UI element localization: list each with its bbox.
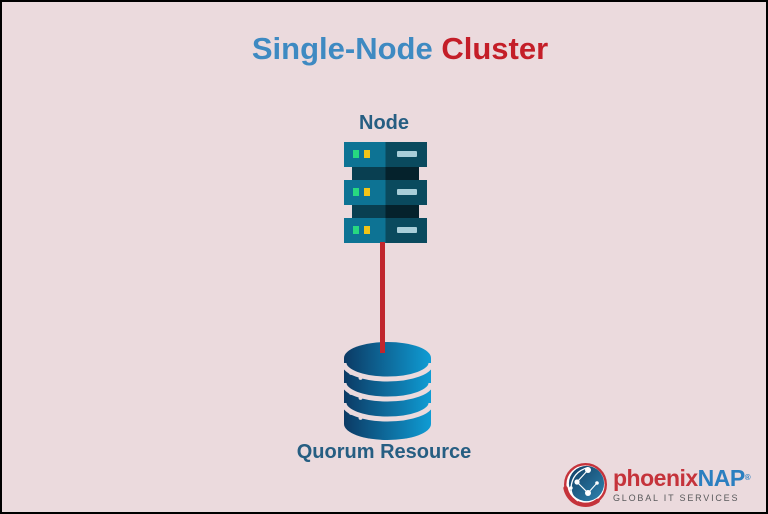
registered-mark: ®: [744, 472, 751, 482]
node-label: Node: [359, 112, 409, 134]
led-green-icon: [353, 150, 359, 158]
title-part-blue: Single-Node: [251, 31, 433, 66]
led-yellow-icon: [364, 188, 370, 196]
node-server-icon: [344, 142, 427, 243]
server-drive-bar: [397, 227, 417, 233]
led-yellow-icon: [364, 150, 370, 158]
logo-tagline: GLOBAL IT SERVICES: [613, 492, 740, 503]
led-green-icon: [353, 188, 359, 196]
phoenixnap-globe-icon: [563, 462, 608, 507]
phoenixnap-logo: phoenixNAP® GLOBAL IT SERVICES: [562, 461, 751, 508]
led-green-icon: [353, 226, 359, 234]
connector-line-icon: [380, 242, 385, 353]
logo-brand-phoenix: phoenix: [613, 464, 698, 491]
logo-brand-nap: NAP: [697, 464, 746, 491]
server-drive-bar: [397, 151, 417, 157]
logo-text: phoenixNAP® GLOBAL IT SERVICES: [613, 464, 751, 503]
server-unit: [344, 180, 427, 205]
server-connector: [352, 205, 419, 218]
logo-brand: phoenixNAP®: [613, 464, 751, 491]
led-yellow-icon: [364, 226, 370, 234]
quorum-label: Quorum Resource: [296, 441, 472, 463]
server-unit: [344, 142, 427, 167]
page-title: Single-Node Cluster: [18, 31, 766, 67]
title-part-red: Cluster: [441, 31, 549, 66]
server-drive-bar: [397, 189, 417, 195]
quorum-database-icon: [344, 342, 431, 440]
server-connector: [352, 167, 419, 180]
server-unit: [344, 218, 427, 243]
